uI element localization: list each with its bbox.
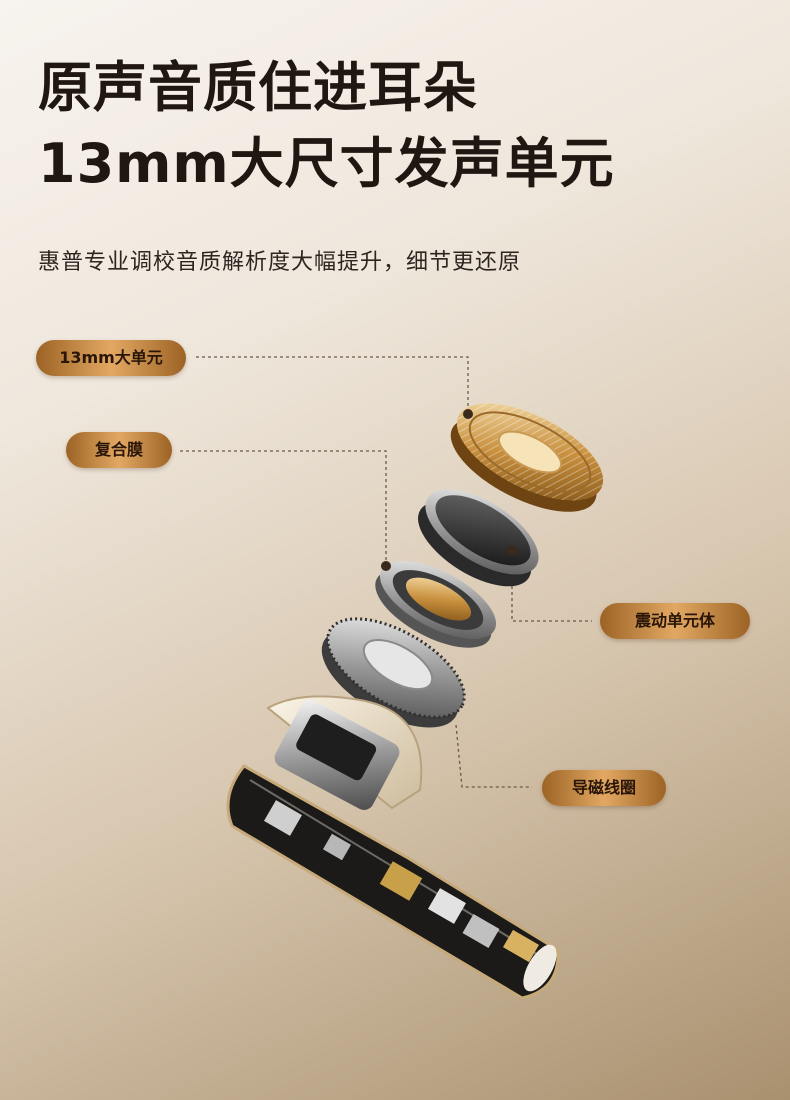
vibration-marker-dot [507, 545, 517, 555]
gold-driver-disc [450, 403, 604, 512]
magnetic-coil-disc [321, 617, 466, 728]
leader-line-driver [196, 356, 469, 408]
subtitle: 惠普专业调校音质解析度大幅提升，细节更还原 [38, 250, 522, 275]
label-driver: 13mm大单元 [36, 340, 186, 376]
diaphragm-marker-dot [381, 561, 391, 571]
leader-line-magnetic-coil [455, 724, 532, 788]
leader-line-diaphragm [180, 450, 387, 560]
label-diaphragm: 复合膜 [66, 432, 172, 468]
driver-marker-dot [463, 409, 473, 419]
leader-lines [180, 356, 592, 788]
earbud-body [226, 695, 560, 1000]
composite-diaphragm-ring [375, 561, 497, 648]
label-magnetic-coil: 导磁线圈 [542, 770, 666, 806]
headline-line-1: 原声音质住进耳朵 [38, 56, 478, 119]
label-vibration-unit: 震动单元体 [600, 603, 750, 639]
headline-line-2: 13mm大尺寸发声单元 [38, 132, 615, 195]
